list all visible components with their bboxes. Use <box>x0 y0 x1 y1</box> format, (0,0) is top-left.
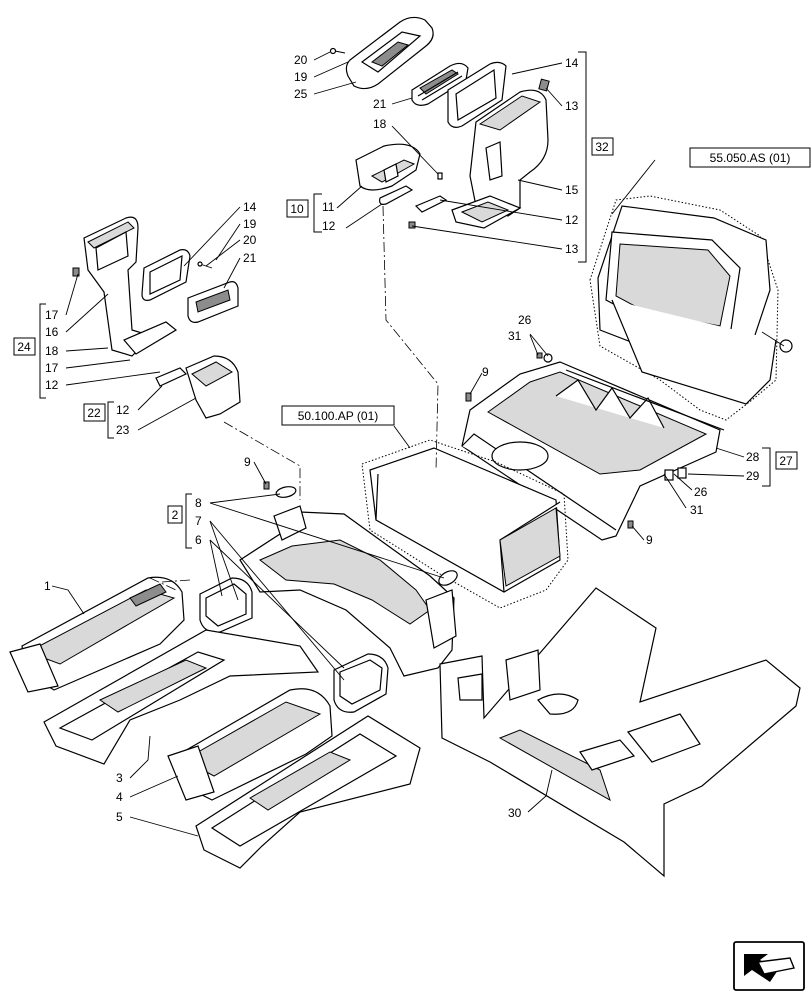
callout-19: 19 <box>243 217 257 231</box>
callout-8: 8 <box>195 496 202 510</box>
gasket-6a <box>199 577 253 633</box>
callout-11: 11 <box>322 200 335 214</box>
callout-29: 29 <box>746 469 760 483</box>
callout-9: 9 <box>482 365 489 379</box>
duct-4 <box>167 688 333 801</box>
leader-lines <box>51 51 745 837</box>
callout-6: 6 <box>195 533 202 547</box>
callout-12: 12 <box>45 378 59 392</box>
gasket-6b <box>333 653 389 713</box>
floor-duct-3 <box>43 629 320 765</box>
screw-20a <box>329 47 346 55</box>
svg-text:55.050.AS (01): 55.050.AS (01) <box>710 151 791 165</box>
clip-17a <box>72 267 80 277</box>
clip-13b <box>408 221 416 229</box>
svg-text:27: 27 <box>779 454 793 468</box>
duct-15 <box>451 89 549 229</box>
assembly-line-duct1 <box>149 577 191 591</box>
svg-text:24: 24 <box>17 340 31 354</box>
callout-21: 21 <box>243 251 257 265</box>
gasket-14b <box>141 249 191 301</box>
screw-9b <box>263 481 270 490</box>
duct-1 <box>9 576 185 693</box>
callout-14: 14 <box>243 200 257 214</box>
clip-12a <box>414 195 448 213</box>
group-24: 24 <box>13 303 46 399</box>
callout-16: 16 <box>45 325 59 339</box>
callout-26: 26 <box>694 485 708 499</box>
callout-19: 19 <box>294 70 308 84</box>
vent-cover-25 <box>345 16 434 90</box>
gasket-8a <box>275 486 297 498</box>
callout-12: 12 <box>116 403 130 417</box>
gasket-8b <box>438 570 458 586</box>
group-10: 10 <box>286 193 322 233</box>
assembly-line-elbow <box>223 421 301 500</box>
callout-labels: 20 19 25 21 14 13 18 15 12 13 11 12 14 1… <box>44 53 760 824</box>
callout-20: 20 <box>294 53 308 67</box>
elbow-23 <box>185 355 241 419</box>
callout-17: 17 <box>45 308 59 322</box>
callout-12: 12 <box>322 219 336 233</box>
group-27: 27 <box>762 447 798 487</box>
clip-13a <box>538 78 550 92</box>
control-unit <box>361 439 569 609</box>
callout-13: 13 <box>565 99 579 113</box>
group-32: 32 <box>578 51 614 263</box>
callout-9: 9 <box>244 455 251 469</box>
callout-9: 9 <box>646 533 653 547</box>
floor-duct-assembly <box>239 505 457 677</box>
floor-mat-30 <box>439 587 801 878</box>
screw-26a <box>543 353 553 363</box>
svg-text:50.100.AP (01): 50.100.AP (01) <box>298 409 379 423</box>
callout-13: 13 <box>565 242 579 256</box>
callout-14: 14 <box>565 56 579 70</box>
screw-18a <box>437 172 443 180</box>
next-page-arrow-icon[interactable] <box>733 941 805 991</box>
floor-duct-5 <box>195 715 421 869</box>
callout-23: 23 <box>116 423 130 437</box>
callout-1: 1 <box>44 579 51 593</box>
ref-box-hvac[interactable]: 55.050.AS (01) <box>689 147 811 168</box>
svg-text:22: 22 <box>87 406 101 420</box>
callout-3: 3 <box>116 771 123 785</box>
screw-9c <box>627 520 634 529</box>
svg-text:32: 32 <box>595 140 609 154</box>
ref-box-control-unit[interactable]: 50.100.AP (01) <box>281 405 395 426</box>
callout-4: 4 <box>116 790 123 804</box>
callout-15: 15 <box>565 183 579 197</box>
screw-31a <box>536 352 543 359</box>
callout-28: 28 <box>746 450 760 464</box>
grille-21b <box>187 281 239 323</box>
clip-12c <box>155 367 188 387</box>
grille-21a <box>411 62 469 106</box>
air-outlet-11 <box>355 143 421 191</box>
callout-31: 31 <box>508 329 522 343</box>
assembly-line-outlet <box>382 205 439 471</box>
callout-21: 21 <box>373 97 387 111</box>
group-22: 22 <box>83 401 114 439</box>
callout-31: 31 <box>690 503 704 517</box>
callout-18: 18 <box>373 117 387 131</box>
callout-20: 20 <box>243 233 257 247</box>
callout-25: 25 <box>294 87 308 101</box>
callout-7: 7 <box>195 514 202 528</box>
duct-16 <box>83 216 178 357</box>
callout-18: 18 <box>45 344 59 358</box>
svg-text:2: 2 <box>172 508 179 522</box>
group-2: 2 <box>167 493 192 549</box>
callout-12: 12 <box>565 213 579 227</box>
gasket-14a <box>447 61 507 128</box>
callout-30: 30 <box>508 806 522 820</box>
hvac-unit <box>589 195 793 421</box>
callout-17: 17 <box>45 361 59 375</box>
svg-text:10: 10 <box>290 202 304 216</box>
callout-5: 5 <box>116 810 123 824</box>
screw-9a <box>465 392 472 402</box>
callout-26: 26 <box>518 313 532 327</box>
